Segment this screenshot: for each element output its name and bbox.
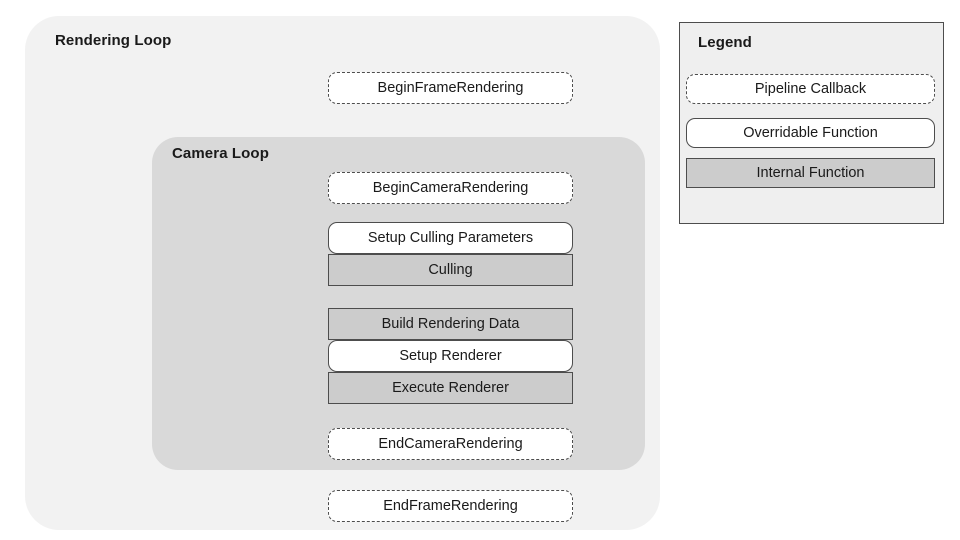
flow-node-execute-renderer: Execute Renderer bbox=[328, 372, 573, 404]
legend-item-pipeline-callback: Pipeline Callback bbox=[686, 74, 935, 104]
rendering-loop-title: Rendering Loop bbox=[55, 32, 172, 49]
legend-item-overridable-function: Overridable Function bbox=[686, 118, 935, 148]
flow-node-begincamerarendering: BeginCameraRendering bbox=[328, 172, 573, 204]
legend-item-internal-function: Internal Function bbox=[686, 158, 935, 188]
legend-title: Legend bbox=[698, 34, 752, 51]
flow-node-beginframerendering: BeginFrameRendering bbox=[328, 72, 573, 104]
flow-node-endcamerarendering: EndCameraRendering bbox=[328, 428, 573, 460]
flow-node-setup-culling-parameters: Setup Culling Parameters bbox=[328, 222, 573, 254]
flow-node-setup-renderer: Setup Renderer bbox=[328, 340, 573, 372]
flow-node-endframerendering: EndFrameRendering bbox=[328, 490, 573, 522]
camera-loop-title: Camera Loop bbox=[172, 145, 269, 162]
flow-node-build-rendering-data: Build Rendering Data bbox=[328, 308, 573, 340]
flow-node-culling: Culling bbox=[328, 254, 573, 286]
